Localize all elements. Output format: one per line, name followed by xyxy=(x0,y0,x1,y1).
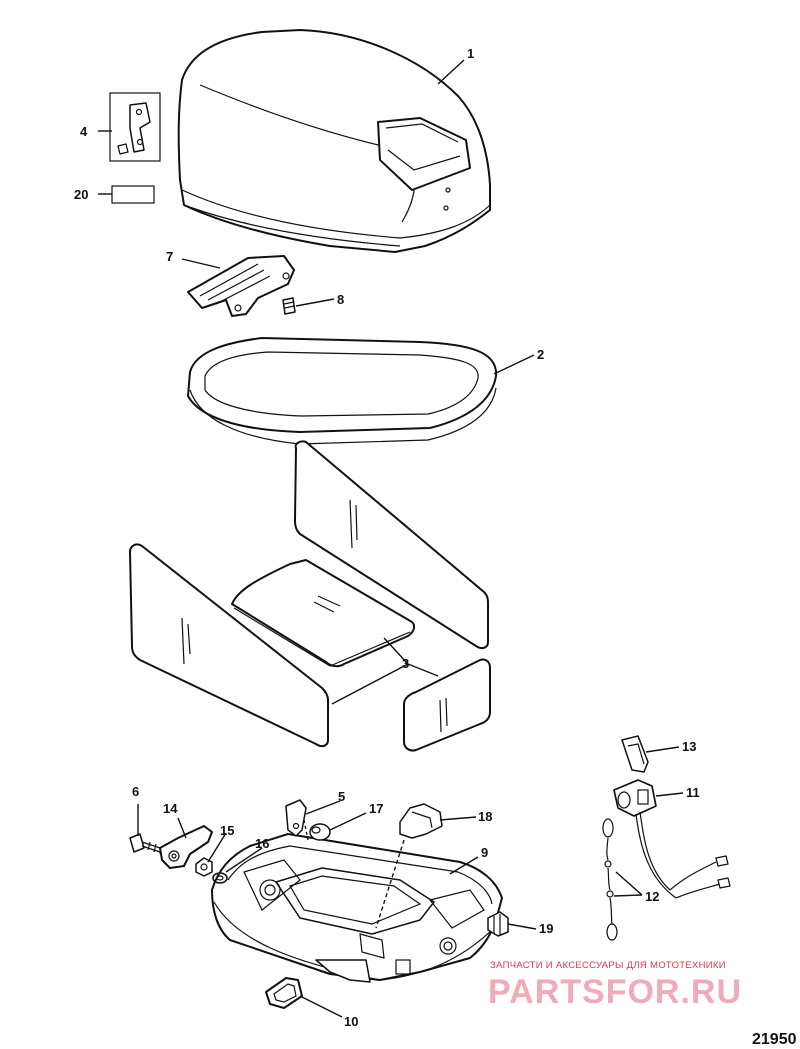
callout-5: 5 xyxy=(338,789,345,804)
callout-10: 10 xyxy=(344,1014,358,1029)
foam-panel-small xyxy=(403,658,491,752)
foam-panel-side xyxy=(129,543,329,748)
callout-16: 16 xyxy=(255,836,269,851)
decal xyxy=(111,185,155,204)
screw xyxy=(282,297,296,315)
callout-9: 9 xyxy=(481,845,488,860)
leader-lines xyxy=(98,59,684,1018)
callout-labels: 1 4 20 7 8 2 3 6 14 15 16 5 17 18 9 19 1… xyxy=(74,46,700,1029)
callout-13: 13 xyxy=(682,739,696,754)
callout-18: 18 xyxy=(478,809,492,824)
callout-20: 20 xyxy=(74,187,88,202)
watermark: ЗАПЧАСТИ И АКСЕССУАРЫ ДЛЯ МОТОТЕХНИКИ PA… xyxy=(488,960,742,1011)
callout-4: 4 xyxy=(80,124,88,139)
top-cowl xyxy=(177,29,491,253)
lanyard xyxy=(602,818,618,941)
fitting xyxy=(487,911,509,937)
bushing xyxy=(309,823,331,841)
foam-panel-back xyxy=(294,440,489,650)
mount-bracket xyxy=(399,803,443,839)
hinge-bracket xyxy=(159,825,213,869)
callout-17: 17 xyxy=(369,801,383,816)
callout-1: 1 xyxy=(467,46,474,61)
callout-15: 15 xyxy=(220,823,234,838)
callout-8: 8 xyxy=(337,292,344,307)
foam-panel-bottom xyxy=(231,559,416,668)
nut xyxy=(195,857,213,877)
callout-7: 7 xyxy=(166,249,173,264)
lanyard-clip xyxy=(621,735,649,773)
watermark-brand: PARTSFOR.RU xyxy=(488,973,742,1011)
stop-switch xyxy=(613,779,731,899)
callout-3: 3 xyxy=(402,656,409,671)
bottom-cowl xyxy=(211,833,503,983)
latch-kit xyxy=(109,92,161,162)
callout-11: 11 xyxy=(686,785,700,800)
washer xyxy=(212,872,228,884)
latch-bracket xyxy=(187,255,295,317)
cowl-seal xyxy=(187,337,498,445)
latch-clip xyxy=(285,799,307,837)
callout-6: 6 xyxy=(132,784,139,799)
figure-number: 21950 xyxy=(752,1031,797,1048)
callout-12: 12 xyxy=(645,889,659,904)
watermark-subtitle: ЗАПЧАСТИ И АКСЕССУАРЫ ДЛЯ МОТОТЕХНИКИ xyxy=(490,960,726,971)
callout-2: 2 xyxy=(537,347,544,362)
callout-19: 19 xyxy=(539,921,553,936)
callout-14: 14 xyxy=(163,801,178,816)
grommet xyxy=(265,977,303,1009)
